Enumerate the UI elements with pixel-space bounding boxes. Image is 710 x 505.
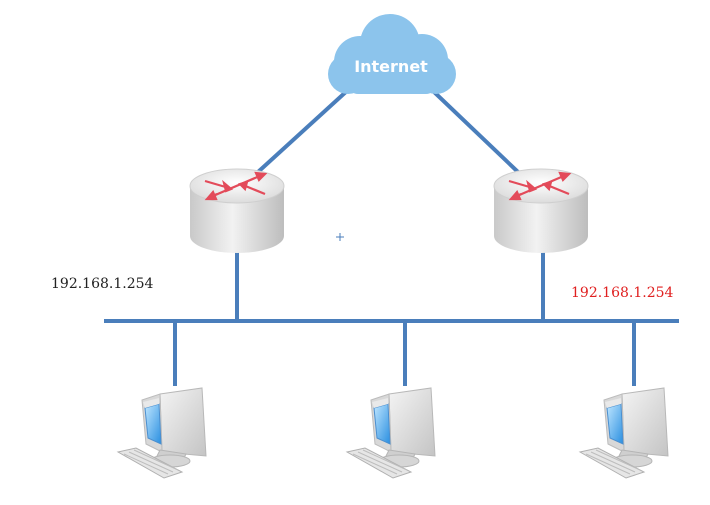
links [104,88,679,386]
link-cloud-router-left [256,88,350,174]
router-right-ip: 192.168.1.254 [571,285,674,301]
cloud-label: Internet [354,57,428,76]
router-icon [492,167,590,255]
cloud-icon: Internet [328,14,456,94]
router-icon [188,167,286,255]
link-cloud-router-right [430,88,520,174]
computer-icon [346,387,436,479]
crosshair-marker [336,233,344,241]
router-left-ip: 192.168.1.254 [51,276,154,292]
computer-icon [117,387,207,479]
computer-icon [579,387,669,479]
